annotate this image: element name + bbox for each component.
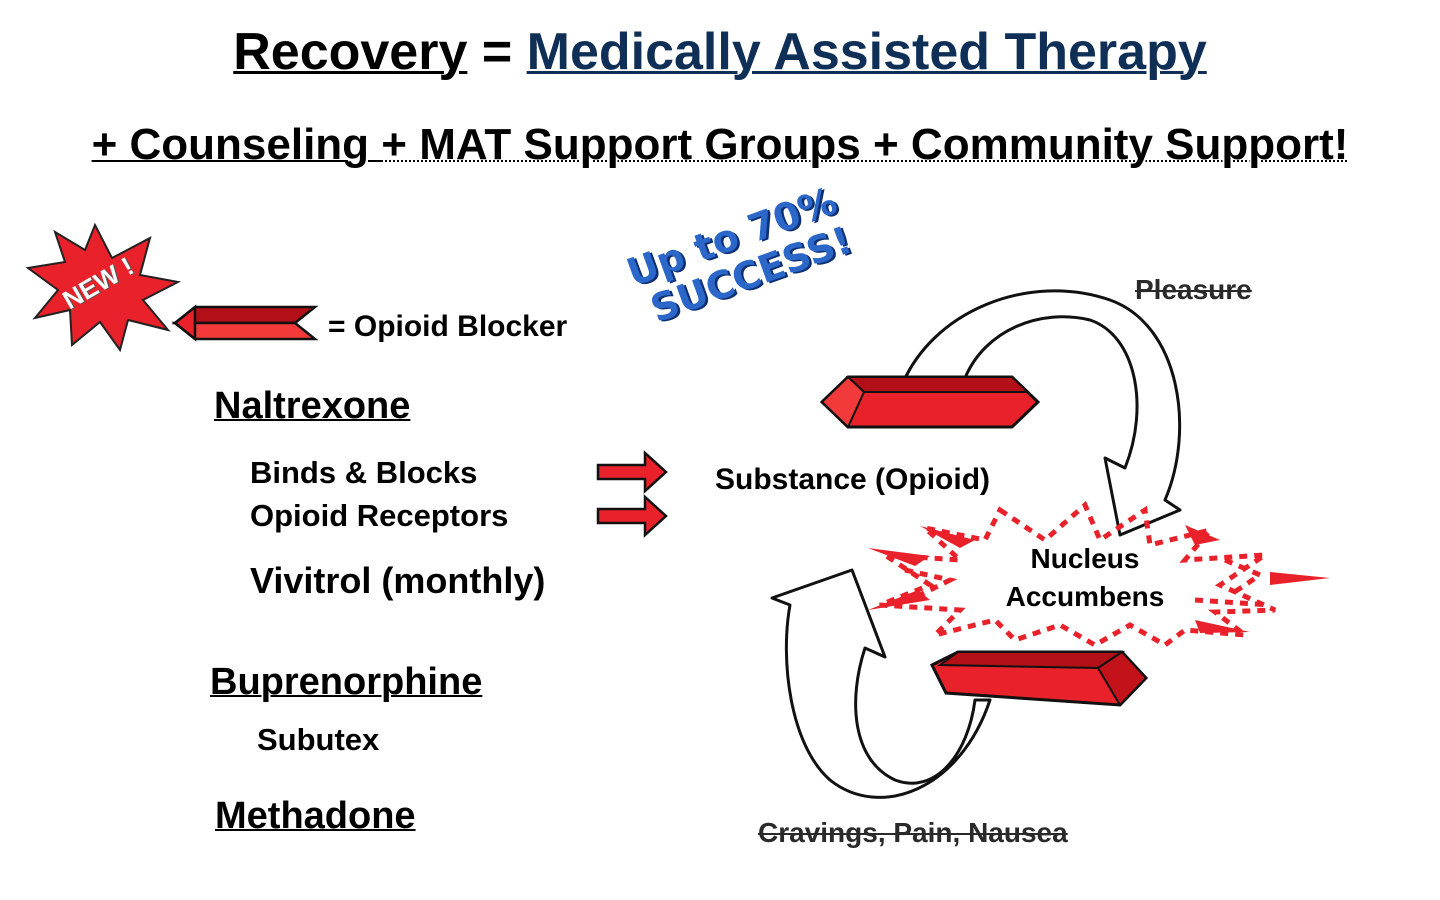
arrow-binds-icon [596,450,668,494]
naltrexone-line1: Binds & Blocks [250,455,478,490]
nucleus-line1: Nucleus [1030,543,1140,574]
page-title: Recovery = Medically Assisted Therapy [0,22,1440,82]
buprenorphine-brand: Subutex [257,722,380,757]
title-mat: Medically Assisted Therapy [526,23,1207,81]
buprenorphine-heading: Buprenorphine [210,661,483,703]
nucleus-spike-icons [868,525,1330,633]
new-badge-starburst [25,222,182,353]
legend-label: = Opioid Blocker [328,310,568,343]
naltrexone-brand: Vivitrol (monthly) [250,560,546,601]
lower-cycle-arrow-icon [770,568,992,799]
nucleus-burst-icon [875,500,1277,648]
pleasure-label: Pleasure [1135,274,1252,305]
lower-blocker-bar-icon [929,650,1149,707]
subtitle-counseling: + Counseling [91,120,382,169]
title-recovery: Recovery [233,23,468,81]
substance-label: Substance (Opioid) [715,463,991,496]
nucleus-line2: Accumbens [1005,581,1165,612]
subtitle: + Counseling + MAT Support Groups + Comm… [0,120,1440,170]
upper-cycle-arrow-icon [898,289,1182,537]
nucleus-label: Nucleus Accumbens [985,540,1185,616]
naltrexone-line2: Opioid Receptors [250,498,509,533]
arrow-receptors-icon [596,494,668,538]
naltrexone-heading: Naltrexone [214,385,411,427]
title-equals: = [467,23,527,81]
cravings-label: Cravings, Pain, Nausea [758,817,1068,848]
subtitle-support: + MAT Support Groups + Community Support… [381,120,1349,169]
upper-blocker-bar-icon [819,375,1041,429]
legend-blocker-icon [171,304,319,342]
methadone-heading: Methadone [215,795,416,837]
